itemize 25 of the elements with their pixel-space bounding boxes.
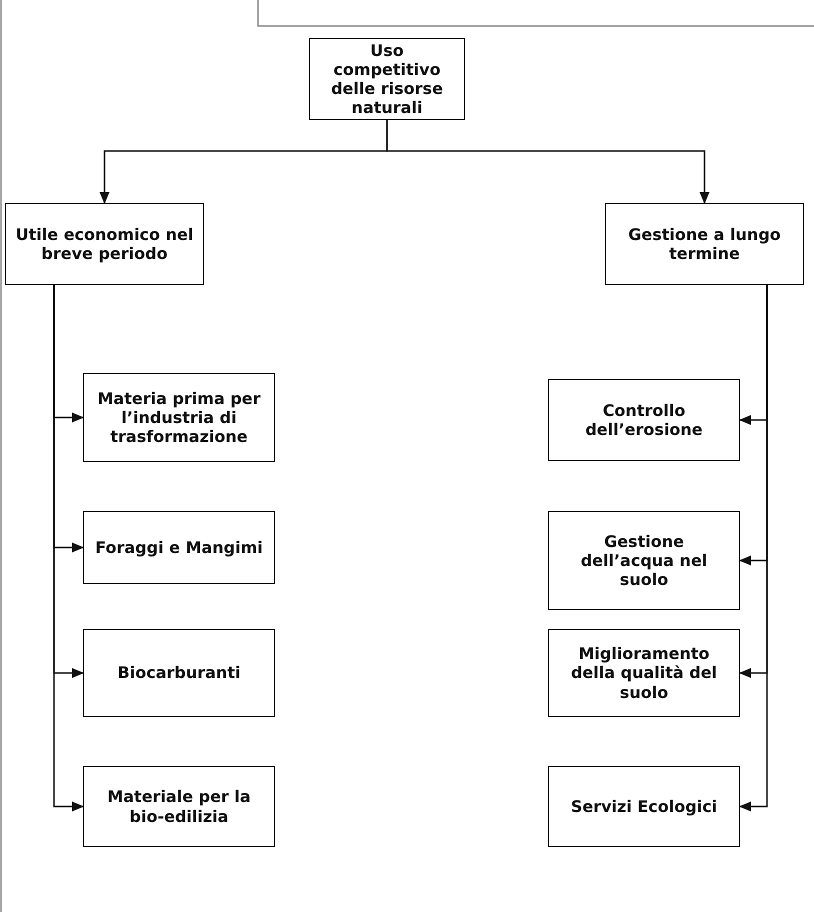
box-text: Controllo dell’erosione: [584, 400, 704, 440]
box-text: Materiale per la bio-edilizia: [106, 787, 252, 826]
process-box: [548, 511, 740, 610]
box-text: Servizi Ecologici: [570, 796, 718, 816]
box-text: Gestione dell’acqua nel suolo: [580, 532, 708, 590]
box-text: Miglioramento della qualità del suolo: [570, 644, 718, 702]
box-text: Utile economico nel breve periodo: [14, 224, 194, 264]
box-text: Gestione a lungo termine: [627, 224, 782, 264]
process-box: [83, 373, 275, 462]
box-text: Uso competitivo delle risorse naturali: [330, 40, 444, 118]
process-box: [83, 766, 275, 847]
process-box: [605, 203, 804, 285]
arrow: [386, 120, 710, 204]
process-box: [548, 766, 740, 847]
box-text: Materia prima per l’industria di trasformazione: [96, 388, 262, 446]
process-box: [83, 629, 275, 717]
box-text: Biocarburanti: [118, 663, 240, 683]
process-box: [309, 38, 465, 120]
process-box: [5, 203, 204, 285]
process-box: [548, 629, 740, 717]
arrow: [739, 285, 768, 812]
process-box: [548, 379, 740, 461]
arrow: [53, 285, 84, 812]
box-text: Foraggi e Mangimi: [95, 538, 263, 558]
process-box: [83, 511, 275, 584]
